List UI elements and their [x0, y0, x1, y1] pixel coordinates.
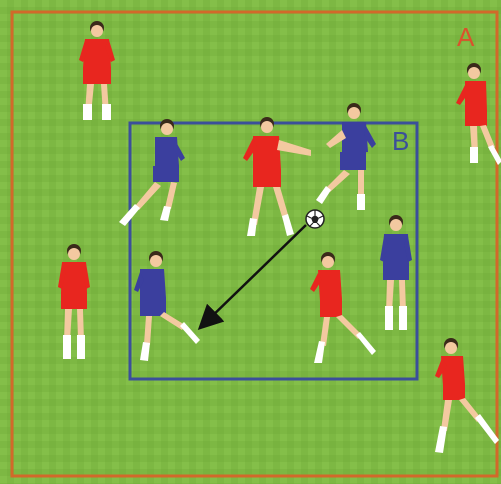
zone-b-label: B [392, 126, 409, 156]
soccer-ball-icon [306, 210, 324, 228]
zone-a-label: A [457, 22, 475, 52]
